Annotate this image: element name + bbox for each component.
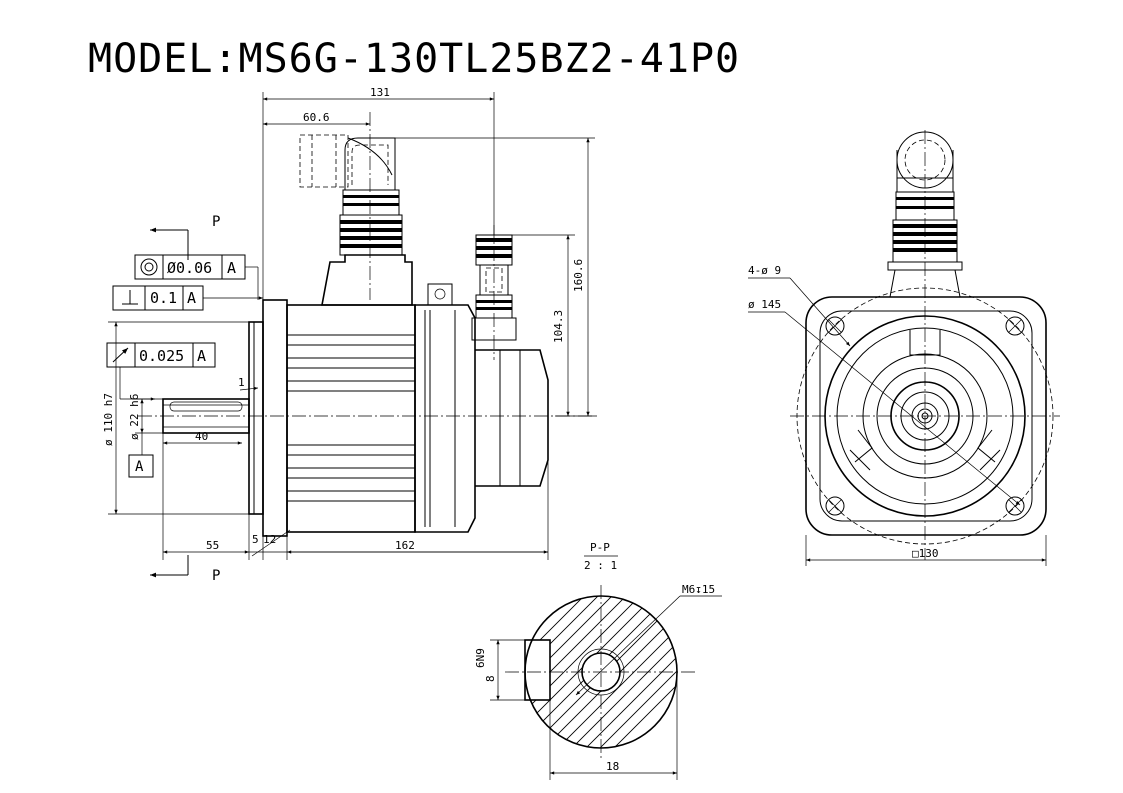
tol-concentricity-datum: A <box>227 259 236 277</box>
front-dimensions: 4-ø 9 ø 145 □130 <box>748 264 1047 566</box>
dim-overall-top: 131 <box>370 86 390 99</box>
side-dimensions: 131 60.6 160.6 104.3 55 162 5 12 40 1 <box>102 86 595 560</box>
tol-runout-value: 0.025 <box>139 347 184 365</box>
dim-chamfer: 1 <box>238 376 245 389</box>
motor-body <box>286 304 416 533</box>
dim-connector-offset: 60.6 <box>303 111 330 124</box>
dim-flange-12: 12 <box>263 533 276 546</box>
section-indicator: P P <box>150 214 220 584</box>
bolt-holes <box>825 316 1025 516</box>
section-scale: 2 : 1 <box>584 559 617 572</box>
section-label-top: P <box>212 214 220 230</box>
dim-shaft-length: 55 <box>206 539 219 552</box>
tol-perpendicularity-value: 0.1 <box>150 289 177 307</box>
model-title: MODEL:MS6G-130TL25BZ2-41P0 <box>88 36 740 82</box>
dim-holes: 4-ø 9 <box>748 264 781 277</box>
datum-a-label: A <box>135 459 144 475</box>
dim-key-height: 8 <box>484 675 497 682</box>
motor-flange <box>248 299 288 537</box>
encoder-housing <box>414 283 549 533</box>
section-view: P-P 2 : 1 <box>474 541 722 780</box>
dim-bolt-circle: ø 145 <box>748 298 781 311</box>
motor-shaft <box>162 398 250 434</box>
front-connector <box>887 131 963 298</box>
dim-section-diameter: 18 <box>606 760 619 773</box>
dim-key-width: 6N9 <box>474 648 487 668</box>
dim-flange-5: 5 <box>252 533 259 546</box>
dim-thread: M6↧15 <box>682 583 715 596</box>
bolt-circle <box>796 287 1054 545</box>
dim-pilot-diameter: ø 110 h7 <box>102 393 115 446</box>
tol-concentricity-value: Ø0.06 <box>167 259 212 277</box>
flange-square <box>805 296 1047 536</box>
power-connector <box>299 134 413 306</box>
front-view <box>790 130 1060 560</box>
tolerance-frames: Ø0.06 A 0.1 A 0.025 A <box>106 254 263 401</box>
dim-total-height: 160.6 <box>572 259 585 292</box>
side-view <box>138 112 600 537</box>
dim-shaft-diameter: ø 22 h6 <box>128 394 141 440</box>
section-label-bottom: P <box>212 568 220 584</box>
datum-a-box <box>128 454 154 478</box>
dim-flange-square: □130 <box>912 547 939 560</box>
section-hatching <box>525 596 677 748</box>
section-title: P-P <box>590 541 610 554</box>
dim-key-length: 40 <box>195 430 208 443</box>
dim-connector-height: 104.3 <box>552 310 565 343</box>
dim-body-length: 162 <box>395 539 415 552</box>
tol-runout-datum: A <box>197 347 206 365</box>
tol-perpendicularity-datum: A <box>187 289 196 307</box>
